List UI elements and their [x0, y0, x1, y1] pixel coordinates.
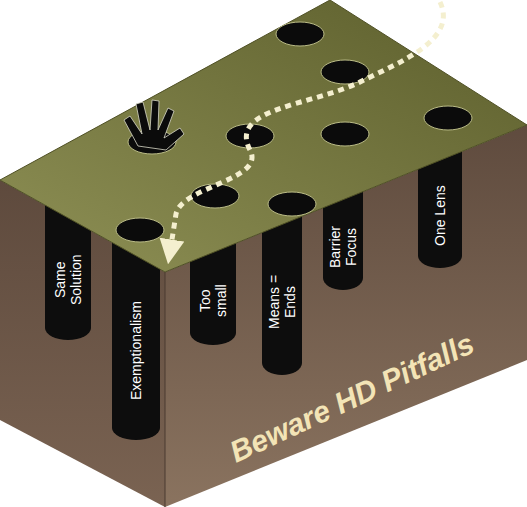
- pitfall-pillar: Means = Ends: [262, 212, 302, 375]
- block-top-face: [0, 0, 527, 272]
- block-left-face: [0, 180, 165, 507]
- block-right-face: [165, 125, 527, 507]
- hole: [321, 122, 369, 146]
- pitfall-label: Barrier Focus: [327, 220, 359, 274]
- hole: [424, 106, 472, 130]
- hole: [276, 22, 324, 46]
- holes: [116, 22, 472, 242]
- pitfall-label: One Lens: [432, 171, 448, 261]
- pitfall-label: Means = Ends: [266, 263, 298, 341]
- pitfall-label: Too small: [197, 275, 229, 327]
- pitfall-label: Exemptionalism: [128, 281, 144, 421]
- dotted-path: [170, 2, 443, 252]
- hole: [116, 218, 164, 242]
- pitfall-label: Same Solution: [52, 244, 84, 316]
- drowning-hand: [124, 100, 184, 150]
- hole: [191, 184, 239, 208]
- pitfall-pillar: Exemptionalism: [112, 240, 160, 440]
- hole: [321, 60, 369, 84]
- hole: [128, 130, 176, 154]
- pitfall-pillar: Same Solution: [45, 198, 91, 340]
- pitfall-pillar: Too small: [190, 238, 236, 345]
- block-edge: [165, 272, 166, 507]
- hole: [226, 124, 274, 148]
- hole: [268, 192, 316, 216]
- pitfall-pillar: One Lens: [418, 148, 462, 268]
- pitfall-pillar: Barrier Focus: [323, 188, 363, 290]
